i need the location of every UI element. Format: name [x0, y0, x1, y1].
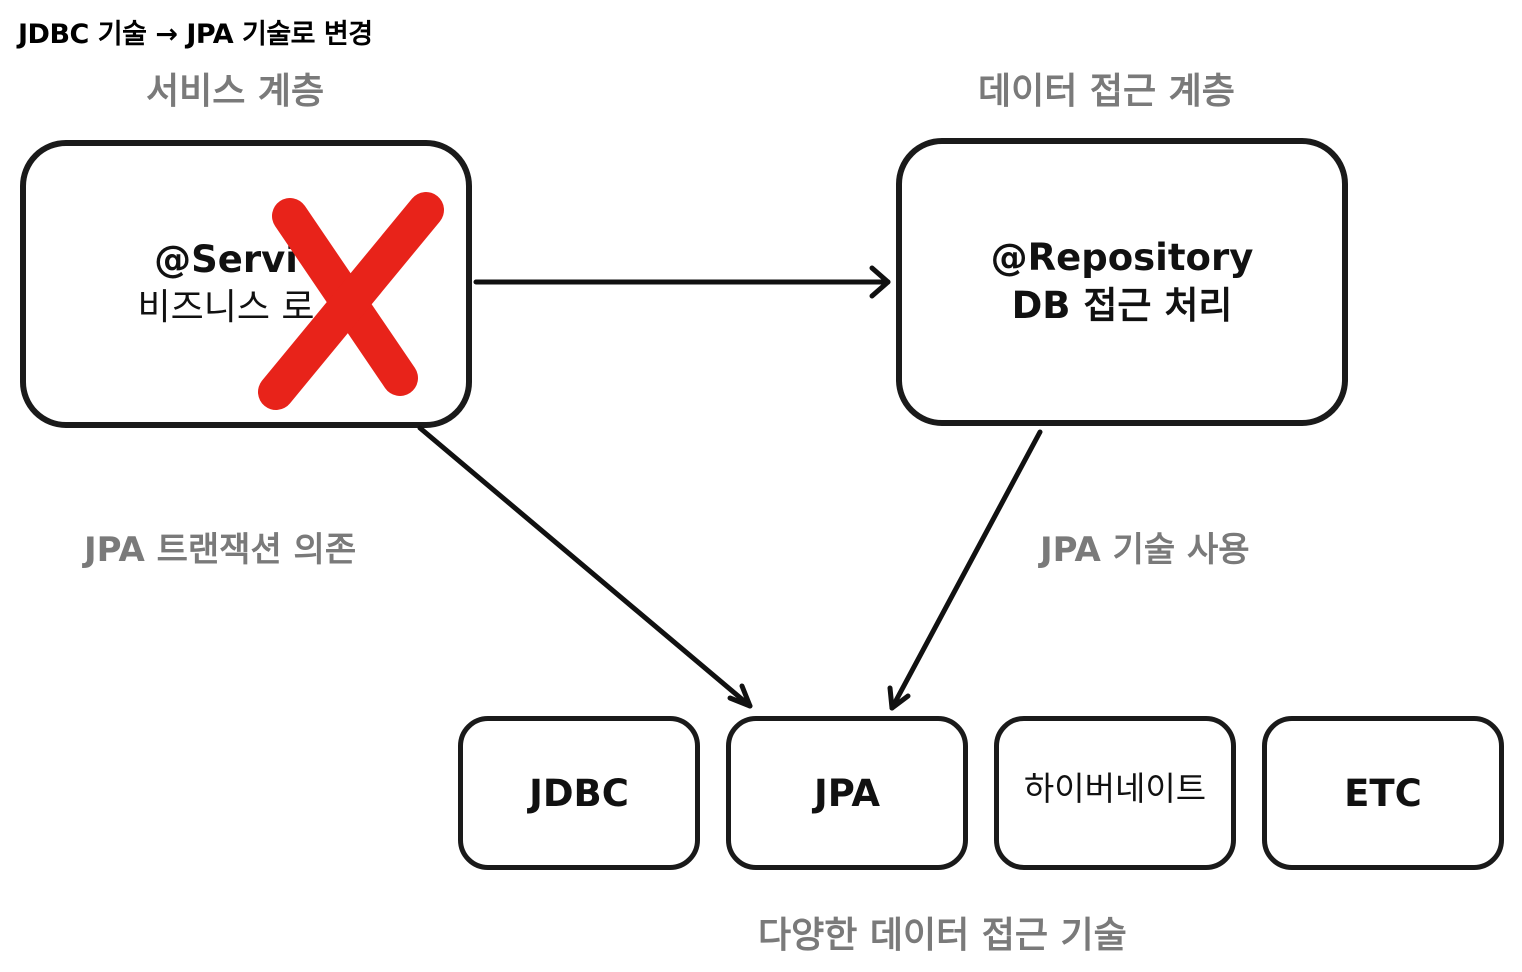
tech-box-jdbc: JDBC — [458, 716, 700, 870]
tech-box-hibernate: 하이버네이트 — [994, 716, 1236, 870]
repository-box: @Repository DB 접근 처리 — [896, 138, 1348, 426]
repository-annotation: @Repository — [990, 236, 1254, 279]
arrow-repository-to-jpa — [889, 429, 1043, 711]
tech-label-jpa: JPA — [813, 771, 881, 815]
data-access-layer-label: 데이터 접근 계층 — [978, 71, 1235, 112]
tech-label-hibernate: 하이버네이트 — [1023, 769, 1207, 808]
repository-description: DB 접근 처리 — [1011, 284, 1233, 327]
arrowhead-repository-to-jpa — [887, 685, 911, 711]
page-title: JDBC 기술 → JPA 기술로 변경 — [18, 19, 373, 50]
arrowhead-service-to-repository — [869, 265, 891, 299]
arrow-service-to-jpa — [417, 425, 753, 709]
tech-label-jdbc: JDBC — [529, 771, 629, 815]
tech-label-etc: ETC — [1344, 771, 1422, 815]
tech-box-jpa: JPA — [726, 716, 968, 870]
service-description: 비즈니스 로 — [137, 287, 315, 328]
service-box: @Servi 비즈니스 로 — [20, 140, 472, 428]
technologies-caption: 다양한 데이터 접근 기술 — [758, 915, 1127, 956]
arrowhead-service-to-jpa — [727, 683, 753, 709]
service-layer-label: 서비스 계층 — [146, 71, 325, 112]
repository-usage-label: JPA 기술 사용 — [1040, 530, 1250, 570]
service-annotation: @Servi — [154, 238, 298, 281]
service-dependency-label: JPA 트랜잭션 의존 — [84, 530, 357, 570]
tech-box-etc: ETC — [1262, 716, 1504, 870]
